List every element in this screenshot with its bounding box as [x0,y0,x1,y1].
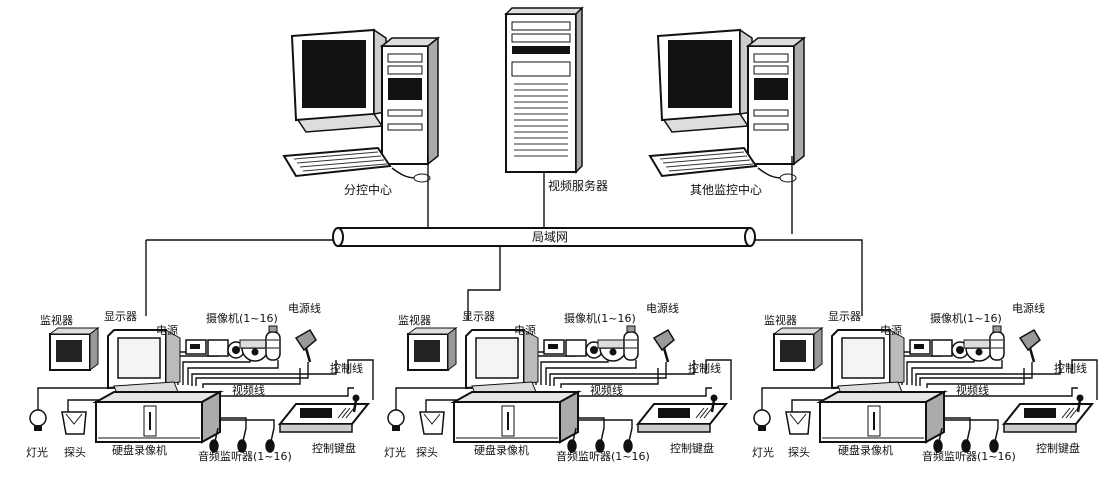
network-links [145,156,863,320]
svg-text:控制线: 控制线 [330,361,363,375]
svg-text:视频线: 视频线 [590,383,623,397]
lan-label: 局域网 [532,230,568,244]
site-2-labels: 监视器 显示器 电源 摄像机(1~16) 电源线 视频线 控制线 灯光 探头 硬… [384,301,721,463]
svg-text:音频监听器(1~16): 音频监听器(1~16) [556,449,650,463]
svg-text:控制线: 控制线 [688,361,721,375]
site-1-labels: 监视器 显示器 电源 摄像机(1~16) 电源线 视频线 控制线 灯光 探头 硬… [26,301,363,463]
svg-text:电源: 电源 [156,323,178,337]
branch-center-pc [283,29,439,183]
svg-text:电源: 电源 [880,323,902,337]
other-center-pc [649,29,805,183]
site-3-labels: 监视器 显示器 电源 摄像机(1~16) 电源线 视频线 控制线 灯光 探头 硬… [752,301,1087,463]
lan-pipe [332,227,756,247]
other-center-label: 其他监控中心 [690,182,762,197]
svg-text:摄像机(1~16): 摄像机(1~16) [564,311,636,325]
svg-text:探头: 探头 [416,446,438,459]
svg-text:硬盘录像机: 硬盘录像机 [838,443,893,457]
svg-text:灯光: 灯光 [752,445,774,459]
svg-text:视频线: 视频线 [956,383,989,397]
svg-text:探头: 探头 [64,446,86,459]
svg-text:电源线: 电源线 [646,301,679,315]
svg-text:音频监听器(1~16): 音频监听器(1~16) [198,449,292,463]
svg-text:控制键盘: 控制键盘 [1036,441,1080,455]
svg-text:硬盘录像机: 硬盘录像机 [112,443,167,457]
svg-text:显示器: 显示器 [462,310,495,323]
monitoring-site-3 [752,324,1099,454]
svg-text:监视器: 监视器 [398,313,431,327]
video-server-label: 视频服务器 [548,178,608,193]
svg-text:音频监听器(1~16): 音频监听器(1~16) [922,449,1016,463]
svg-text:控制键盘: 控制键盘 [312,441,356,455]
svg-text:电源: 电源 [514,323,536,337]
branch-center-label: 分控中心 [344,182,392,197]
svg-text:灯光: 灯光 [384,445,406,459]
svg-text:监视器: 监视器 [764,313,797,327]
svg-text:电源线: 电源线 [1012,301,1045,315]
svg-text:硬盘录像机: 硬盘录像机 [474,443,529,457]
video-server [504,6,584,174]
svg-text:控制键盘: 控制键盘 [670,441,714,455]
svg-text:显示器: 显示器 [104,310,137,323]
svg-text:灯光: 灯光 [26,445,48,459]
svg-text:摄像机(1~16): 摄像机(1~16) [206,311,278,325]
svg-text:视频线: 视频线 [232,383,265,397]
svg-text:显示器: 显示器 [828,310,861,323]
monitoring-site-2 [386,324,733,454]
svg-text:摄像机(1~16): 摄像机(1~16) [930,311,1002,325]
svg-text:电源线: 电源线 [288,301,321,315]
monitoring-site-1 [28,324,375,454]
svg-text:控制线: 控制线 [1054,361,1087,375]
svg-text:探头: 探头 [788,446,810,459]
svg-text:监视器: 监视器 [40,313,73,327]
